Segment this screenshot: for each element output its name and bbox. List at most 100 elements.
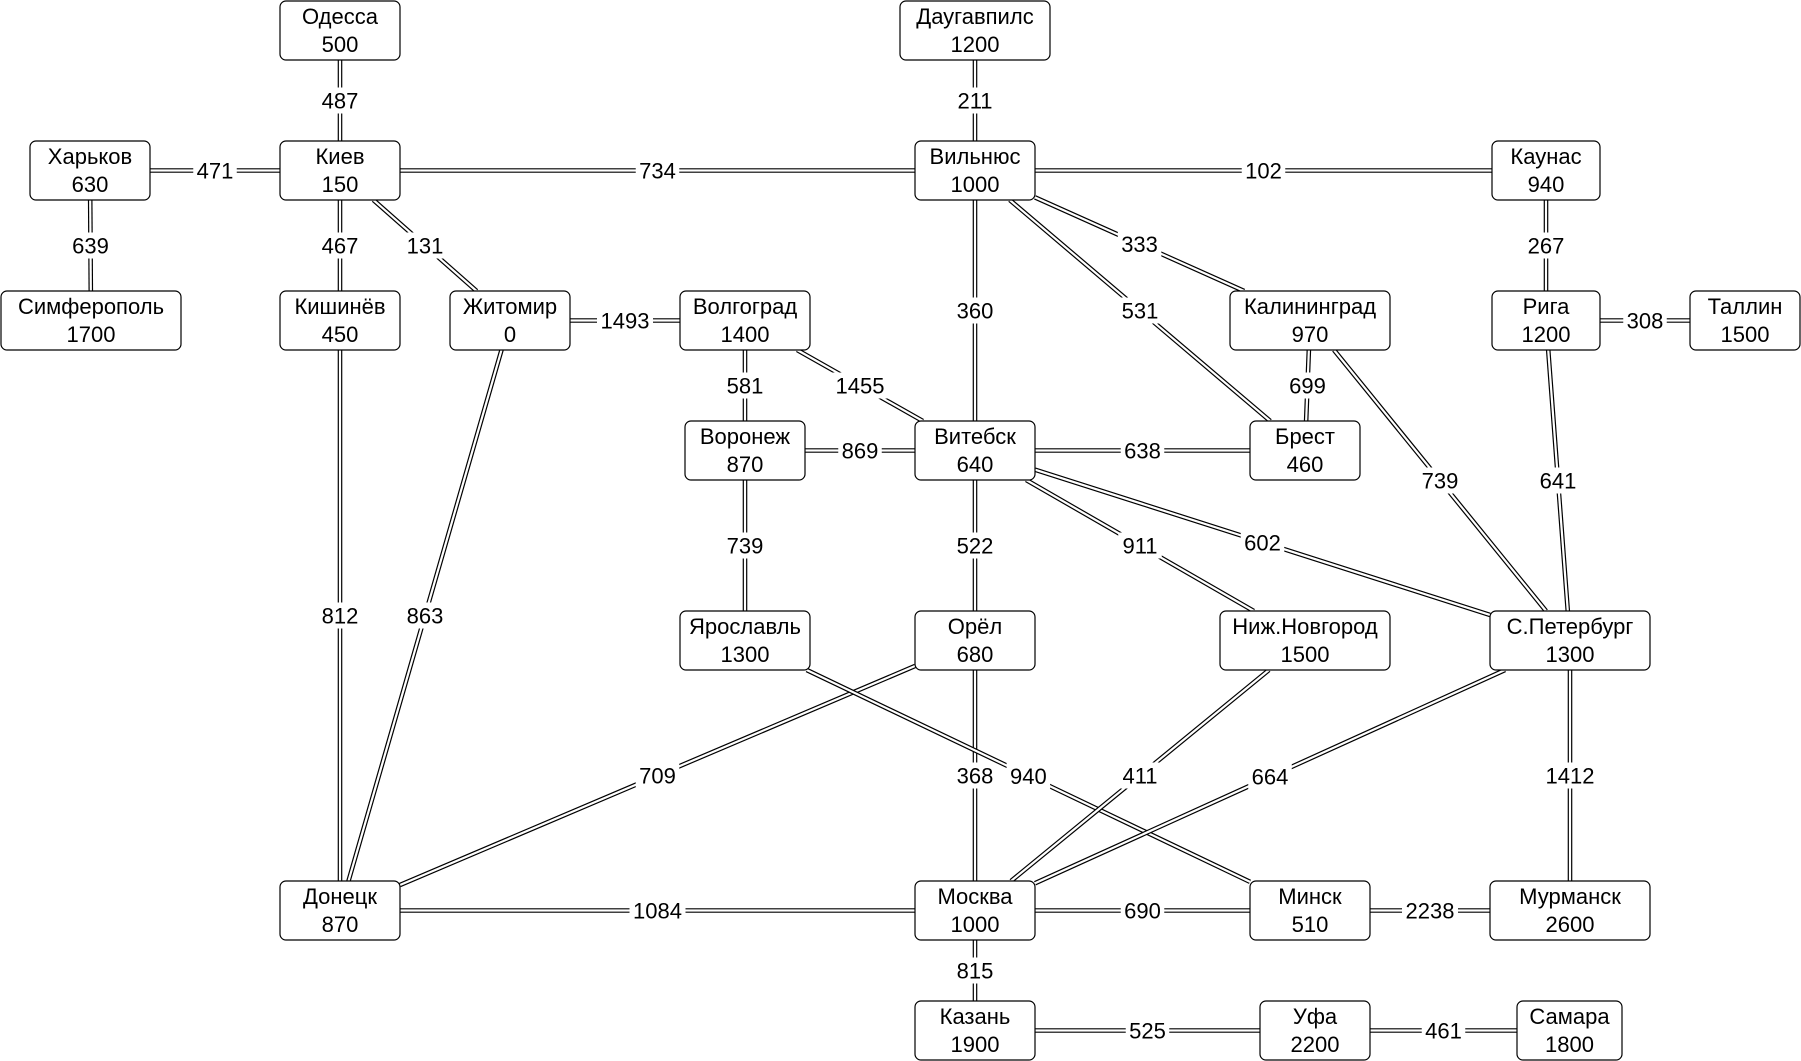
edge-voronezh-vitebsk: 869 [805, 437, 915, 464]
node-city-value: 1000 [951, 172, 1000, 197]
edge-label-background [1117, 231, 1162, 258]
node-box [0, 290, 182, 351]
edge-kharkov-kiev: 471 [150, 157, 280, 184]
node-city-value: 1900 [951, 1032, 1000, 1057]
edge-label-background [318, 87, 362, 114]
edge-weight-label: 699 [1289, 374, 1326, 399]
node-city-name: Мурманск [1519, 884, 1621, 909]
edge-label-background [953, 87, 997, 114]
edge-vitebsk-orel: 522 [953, 480, 997, 611]
node-box [914, 1000, 1036, 1061]
node-city-name: Витебск [934, 424, 1016, 449]
edge-label-background [1285, 372, 1330, 399]
node-city-value: 1200 [1522, 322, 1571, 347]
node-city-value: 630 [72, 172, 109, 197]
edge-label-background [953, 762, 997, 789]
node-box [279, 140, 401, 201]
node-city-name: Ярославль [689, 614, 801, 639]
edge-weight-label: 461 [1425, 1019, 1462, 1044]
edge-weight-label: 739 [727, 534, 764, 559]
edge-label-background [68, 232, 113, 259]
edge-vitebsk-nizhnovgorod: 911 [1025, 478, 1255, 613]
edge-label-background [723, 372, 767, 399]
edge-weight-label: 739 [1422, 469, 1459, 494]
edge-weight-label: 267 [1528, 234, 1565, 259]
node-city-value: 1700 [67, 322, 116, 347]
node-box [1489, 610, 1651, 671]
node-city-name: Киев [315, 144, 364, 169]
edge-vilnius-brest: 531 [1008, 198, 1272, 423]
node-city-name: Житомир [463, 294, 557, 319]
node-city-value: 680 [957, 642, 994, 667]
node-city-value: 1500 [1721, 322, 1770, 347]
node-box [914, 610, 1036, 671]
edge-weight-label: 641 [1540, 469, 1577, 494]
edge-label-background [1120, 437, 1165, 464]
edge-moskva-minsk: 690 [1035, 897, 1250, 924]
edge-label-background [1248, 763, 1292, 790]
edge-moskva-kazan: 815 [953, 940, 997, 1001]
edge-label-background [597, 307, 653, 334]
edge-label-background [635, 762, 680, 789]
edge-label-background [838, 437, 882, 464]
node-box [1219, 610, 1391, 671]
node-city-value: 460 [1287, 452, 1324, 477]
edge-label-background [1241, 157, 1286, 184]
edge-label-background [403, 602, 447, 629]
edge-label-background [1542, 762, 1598, 789]
edge-vilnius-vitebsk: 360 [953, 200, 997, 421]
node-city-value: 0 [504, 322, 516, 347]
edge-weight-label: 940 [1010, 764, 1047, 789]
edge-label-background [629, 897, 686, 924]
edge-ufa-samara: 461 [1370, 1017, 1517, 1044]
edge-weight-label: 863 [407, 604, 444, 629]
edge-vitebsk-brest: 638 [1035, 437, 1250, 464]
node-city-value: 510 [1292, 912, 1329, 937]
node-city-name: Ниж.Новгород [1232, 614, 1378, 639]
edge-weight-label: 467 [322, 234, 359, 259]
edge-label-background [1623, 307, 1667, 334]
edge-vilnius-kaunas: 102 [1035, 157, 1492, 184]
edge-weight-label: 664 [1252, 765, 1289, 790]
edge-kaliningrad-brest: 699 [1285, 349, 1330, 422]
edge-weight-label: 709 [639, 764, 676, 789]
edge-label-background [1118, 762, 1162, 789]
node-city-name: Каунас [1510, 144, 1581, 169]
edge-weight-label: 690 [1124, 899, 1161, 924]
edge-daugavpils-vilnius: 211 [953, 60, 997, 141]
edge-zhitomir-volgograd: 1493 [570, 307, 680, 334]
edge-kishinev-donetsk: 812 [318, 350, 362, 881]
node-box [279, 880, 401, 941]
node-city-value: 870 [322, 912, 359, 937]
edge-minsk-murmansk: 2238 [1370, 897, 1490, 924]
edge-volgograd-vitebsk: 1455 [796, 347, 924, 424]
edge-label-background [1118, 297, 1162, 324]
edge-weight-label: 812 [322, 604, 359, 629]
edge-kaliningrad-spb: 739 [1332, 348, 1548, 613]
edge-weight-label: 102 [1245, 159, 1282, 184]
node-box [1259, 1000, 1371, 1061]
edge-orel-moskva: 368 [953, 670, 997, 881]
edge-weight-label: 602 [1244, 530, 1281, 555]
node-city-value: 1800 [1545, 1032, 1594, 1057]
edge-label-background [953, 957, 997, 984]
edge-weight-label: 638 [1124, 439, 1161, 464]
edge-label-background [1536, 467, 1580, 494]
